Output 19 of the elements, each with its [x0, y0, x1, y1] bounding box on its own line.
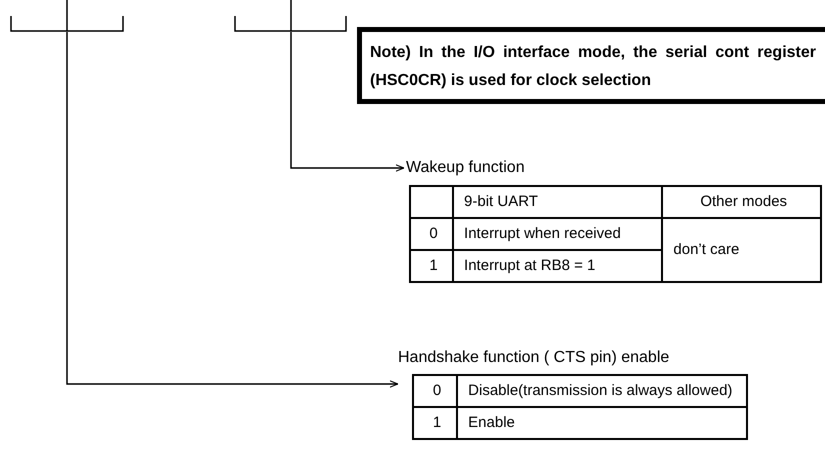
bit-field-bracket	[234, 0, 347, 32]
field-name: Wakeup function	[406, 157, 566, 179]
table-cell: 0	[413, 375, 458, 407]
table-cell: 9-bit UART	[453, 186, 662, 218]
table-cell: don’t care	[662, 218, 821, 282]
setting-table	[409, 185, 822, 283]
leader-line	[290, 32, 405, 172]
table-cell: Enable	[457, 407, 747, 439]
table-cell: Disable(transmission is always allowed)	[457, 375, 747, 407]
table-cell: 1	[410, 250, 454, 282]
bit-field-bracket	[10, 0, 124, 32]
leader-line	[66, 32, 399, 388]
table-cell: Other modes	[662, 186, 821, 218]
table-cell: Interrupt when received	[453, 218, 662, 250]
note-box	[357, 27, 825, 104]
note-text: Note) In the I/O interface mode, the serial cont register (HSC0CR) is used for clock selection	[370, 43, 816, 91]
table-heading: Handshake function ( CTS pin) enable	[398, 348, 670, 368]
table-cell: 1	[413, 407, 458, 439]
table-cell: 0	[410, 218, 454, 250]
